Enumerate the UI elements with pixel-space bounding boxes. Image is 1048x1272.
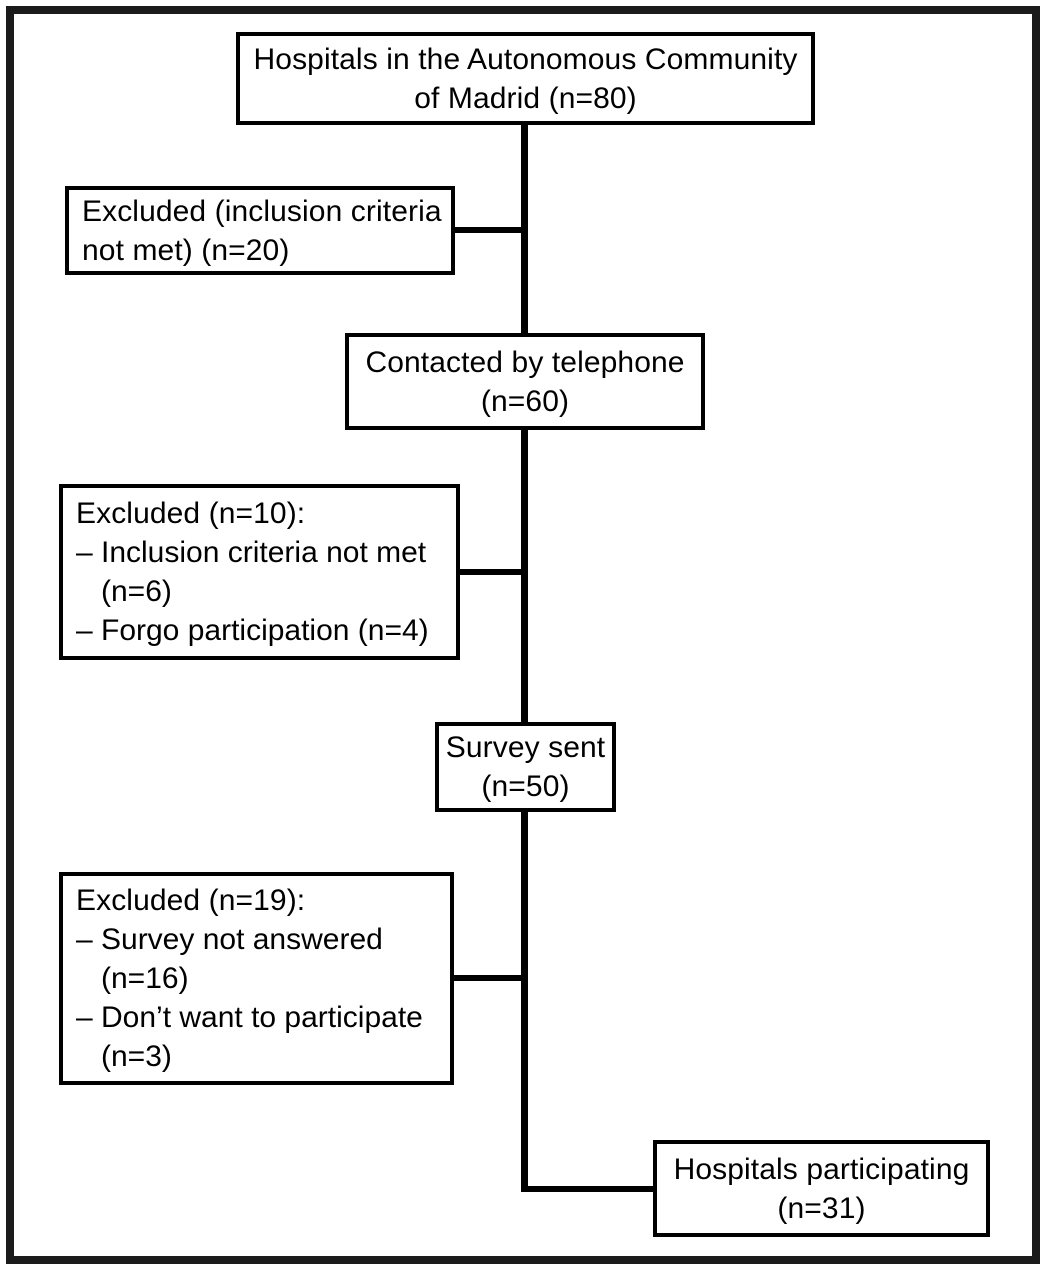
outer-frame xyxy=(6,6,1040,1264)
node-excluded-2-item-0-cont: (n=6) xyxy=(101,575,172,608)
node-excluded-1-line-2: not met) (n=20) xyxy=(82,233,290,267)
connector-trunk-source-to-contacted xyxy=(521,125,528,333)
connector-branch-excluded-3 xyxy=(450,975,524,981)
node-contacted-line-2: (n=60) xyxy=(480,384,570,418)
bullet-dash-icon: – xyxy=(76,536,93,569)
connector-trunk-survey-to-bottom xyxy=(521,812,528,1192)
node-source-line-2: of Madrid (n=80) xyxy=(414,81,637,115)
node-survey-sent-line-1: Survey sent xyxy=(445,731,606,764)
node-excluded-3-item-0-text: Survey not answered xyxy=(101,923,383,956)
node-excluded-2-item-1: – Forgo participation (n=4) xyxy=(63,611,429,650)
node-excluded-3[interactable]: Excluded (n=19): – Survey not answered (… xyxy=(59,872,454,1085)
node-participating-line-2: (n=31) xyxy=(777,1191,866,1225)
node-excluded-1-line-1: Excluded (inclusion criteria xyxy=(82,194,442,228)
connector-elbow-participating xyxy=(521,1186,657,1192)
node-excluded-2-item-1-text: Forgo participation (n=4) xyxy=(101,614,429,647)
node-excluded-1[interactable]: Excluded (inclusion criteria not met) (n… xyxy=(65,186,455,275)
bullet-dash-icon: – xyxy=(76,1001,93,1034)
node-contacted-line-1: Contacted by telephone xyxy=(365,345,685,379)
bullet-dash-icon: – xyxy=(76,923,93,956)
connector-branch-excluded-2 xyxy=(452,569,524,575)
node-hospitals-participating[interactable]: Hospitals participating (n=31) xyxy=(653,1140,990,1237)
node-excluded-3-item-1-text: Don’t want to participate xyxy=(101,1001,423,1034)
node-participating-line-1: Hospitals participating xyxy=(673,1152,970,1186)
node-survey-sent-line-2: (n=50) xyxy=(481,770,570,803)
node-excluded-3-item-0-cont: (n=16) xyxy=(101,962,189,995)
connector-branch-excluded-1 xyxy=(452,227,524,233)
node-survey-sent[interactable]: Survey sent (n=50) xyxy=(435,722,616,812)
node-excluded-2-heading: Excluded (n=10): xyxy=(76,497,306,530)
node-excluded-2-item-0-text: Inclusion criteria not met xyxy=(101,536,427,569)
node-excluded-3-item-1: – Don’t want to participate xyxy=(63,998,423,1037)
node-source-line-1: Hospitals in the Autonomous Community xyxy=(253,42,798,76)
node-excluded-3-item-1-cont: (n=3) xyxy=(101,1040,172,1073)
node-excluded-2[interactable]: Excluded (n=10): – Inclusion criteria no… xyxy=(59,484,460,660)
node-contacted-by-telephone[interactable]: Contacted by telephone (n=60) xyxy=(345,333,705,430)
node-excluded-2-item-0: – Inclusion criteria not met xyxy=(63,533,426,572)
node-excluded-3-heading: Excluded (n=19): xyxy=(76,884,306,917)
connector-trunk-contacted-to-survey xyxy=(521,430,528,722)
bullet-dash-icon: – xyxy=(76,614,93,647)
node-excluded-3-item-0: – Survey not answered xyxy=(63,920,383,959)
node-hospitals-source[interactable]: Hospitals in the Autonomous Community of… xyxy=(236,32,815,125)
